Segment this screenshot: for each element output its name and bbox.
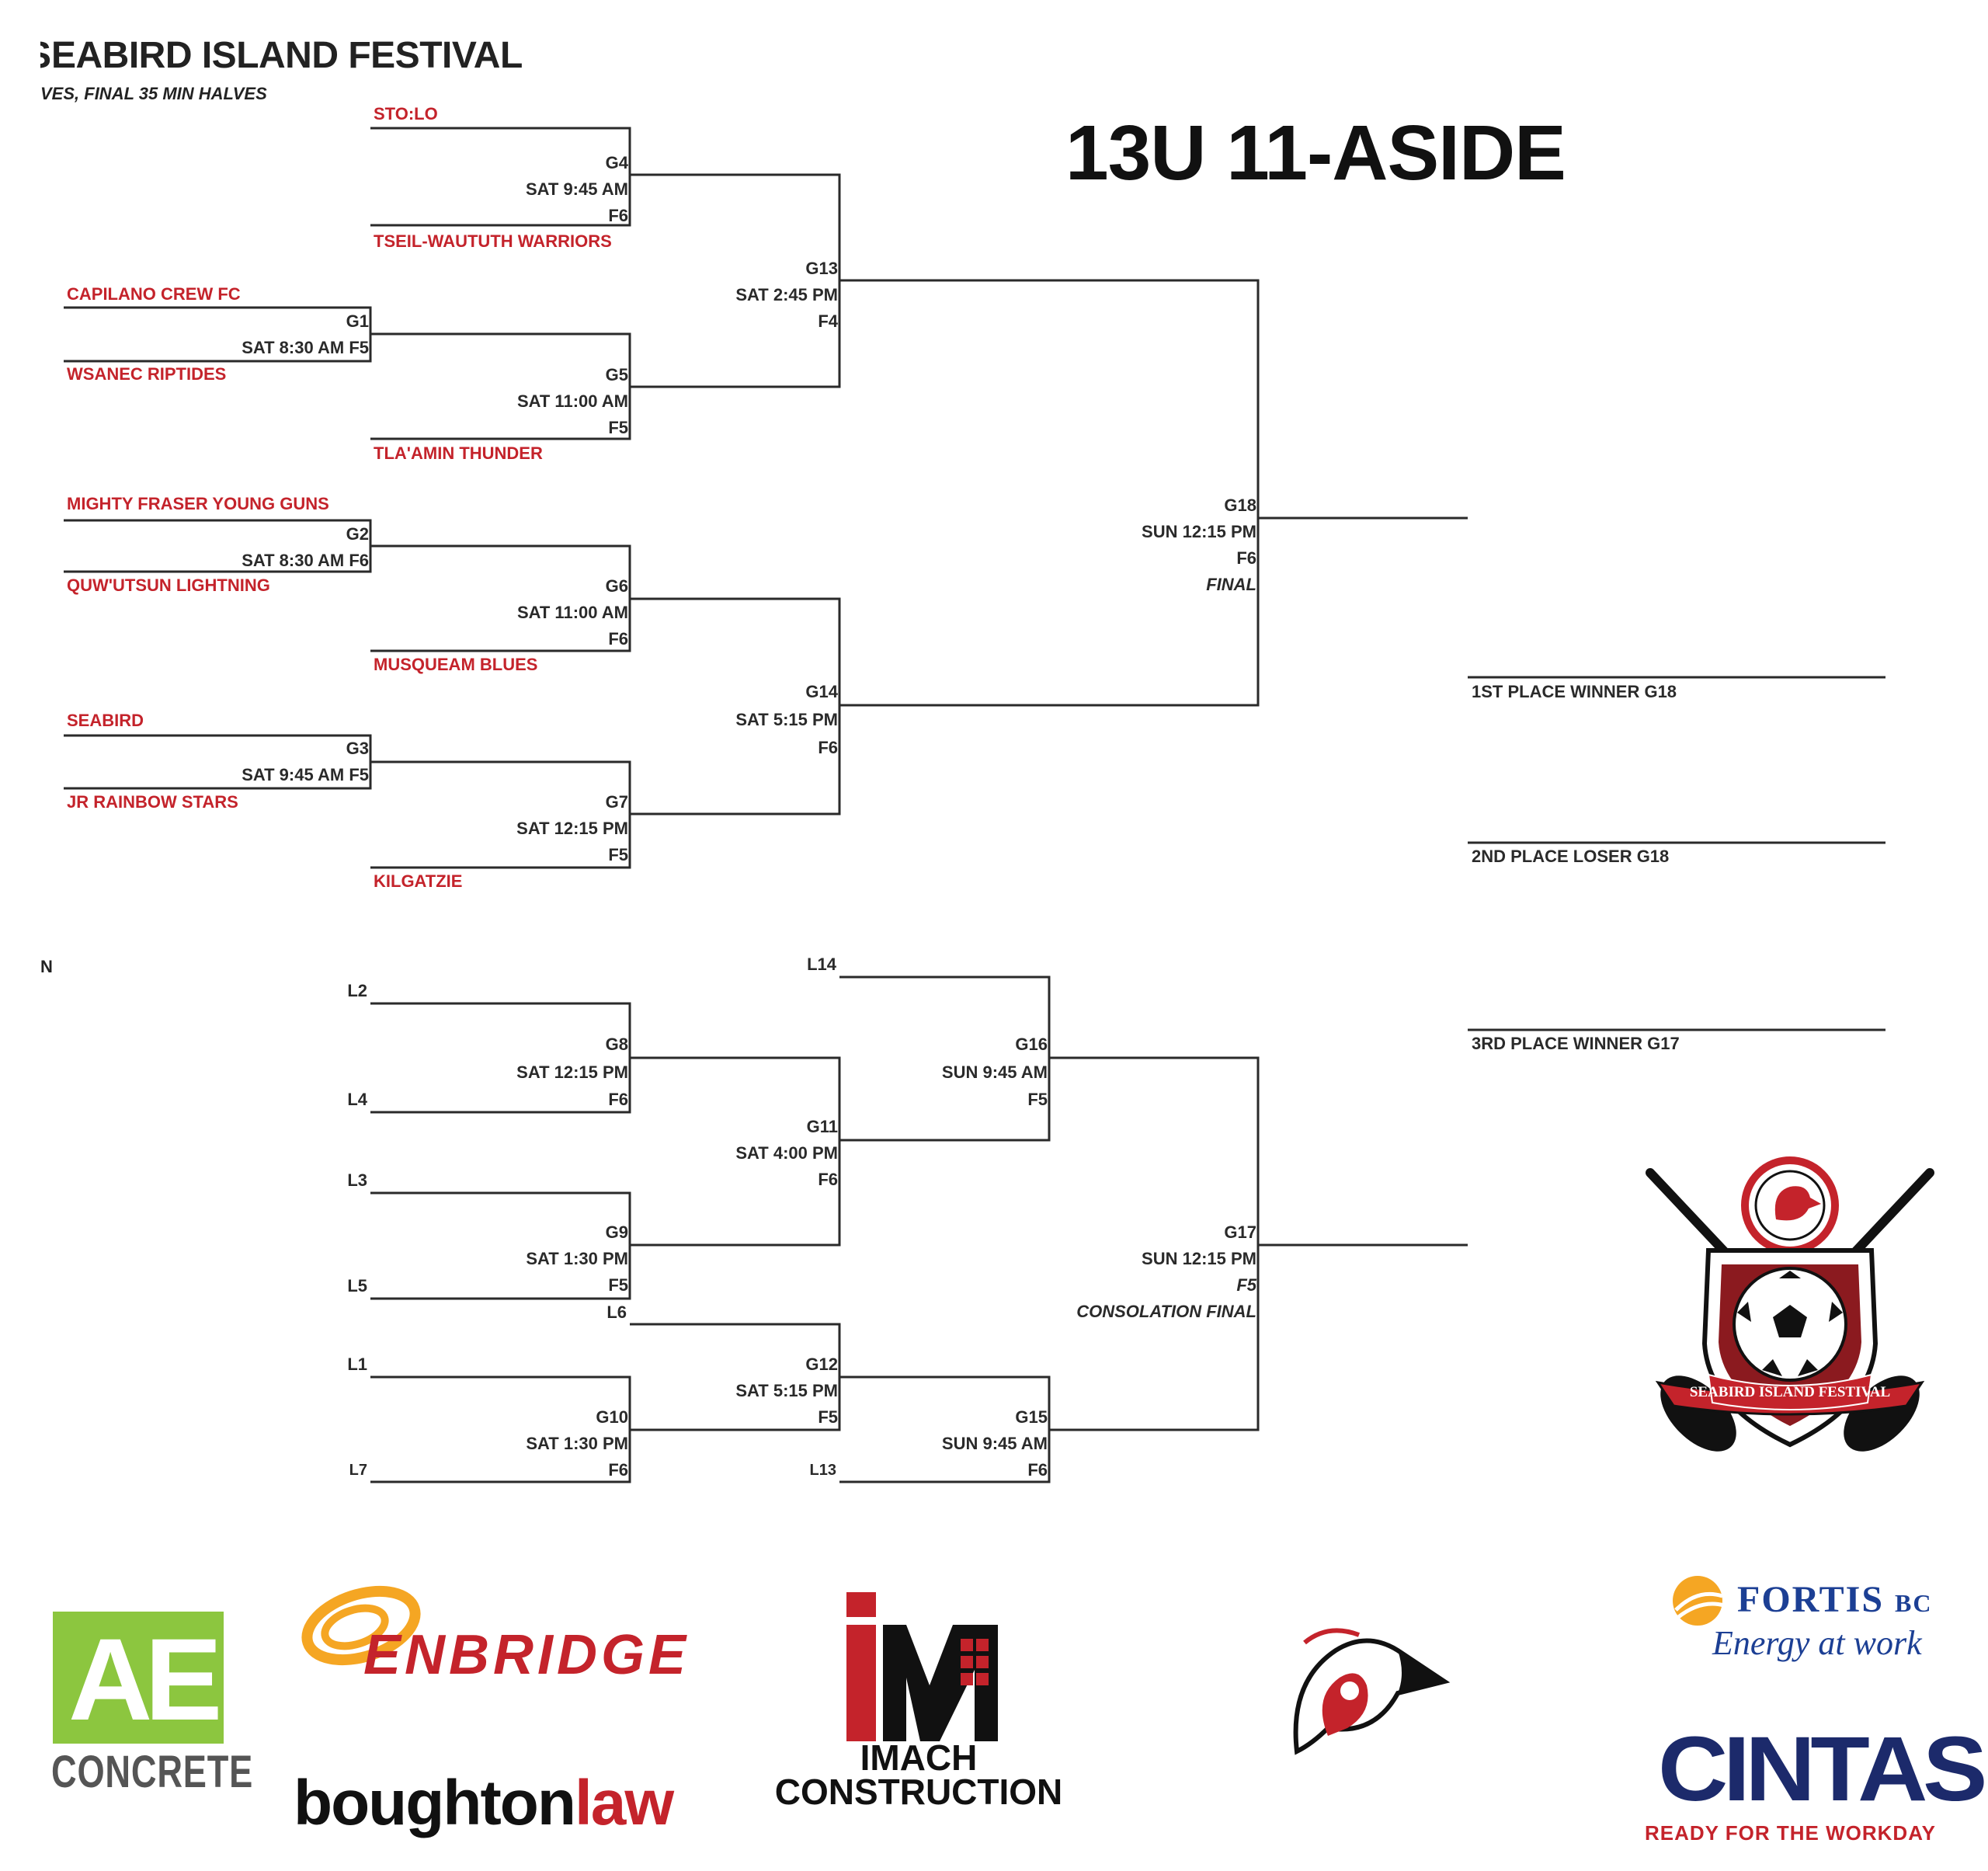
game-g13-id: G13 (805, 259, 838, 278)
event-title: SEABIRD ISLAND FESTIVAL (40, 35, 523, 76)
game-g1-id: G1 (346, 311, 369, 331)
game-g17-field: F5 (1236, 1275, 1256, 1295)
game-g6-id: G6 (605, 576, 628, 596)
first-place-label: 1ST PLACE WINNER G18 (1472, 682, 1677, 701)
game-g13-time: SAT 2:45 PM (735, 285, 838, 304)
team-tseil-waututh: TSEIL-WAUTUTH WARRIORS (374, 231, 612, 251)
game-g18-id: G18 (1224, 496, 1256, 515)
seabird-bird-logo (1293, 1628, 1451, 1755)
game-g4-field: F6 (608, 206, 628, 225)
loser-l14: L14 (807, 955, 836, 974)
game-g11-time: SAT 4:00 PM (735, 1143, 838, 1163)
ae-concrete-logo-box: AE (53, 1612, 224, 1744)
game-g16-id: G16 (1015, 1035, 1048, 1054)
game-g4-time: SAT 9:45 AM (525, 179, 628, 199)
game-g3-id: G3 (346, 739, 369, 758)
game-g9-id: G9 (605, 1222, 628, 1242)
game-g13-field: F4 (818, 311, 838, 331)
game-g10-time: SAT 1:30 PM (526, 1434, 628, 1453)
loser-l6: L6 (606, 1302, 627, 1322)
imach-construction-text: CONSTRUCTION (774, 1772, 1063, 1812)
enbridge-logo-text: ENBRIDGE (363, 1624, 690, 1686)
game-g8-id: G8 (605, 1035, 628, 1054)
game-g3-info: SAT 9:45 AM F5 (242, 765, 369, 784)
game-g14-time: SAT 5:15 PM (735, 710, 838, 729)
game-g6-field: F6 (608, 629, 628, 649)
team-stolo: STO:LO (374, 104, 438, 123)
loser-l2: L2 (347, 981, 367, 1000)
game-g14-field: F6 (818, 738, 838, 757)
game-g18-field: F6 (1236, 548, 1256, 568)
cut-off-label: N (40, 957, 53, 976)
enbridge-swirl-icon (301, 1585, 421, 1666)
game-g17-time: SUN 12:15 PM (1142, 1249, 1256, 1268)
game-g7-id: G7 (605, 792, 628, 812)
game-g9-field: F5 (608, 1275, 628, 1295)
game-g9-time: SAT 1:30 PM (526, 1249, 628, 1268)
team-kilgatzie: KILGATZIE (374, 871, 463, 891)
game-g11-field: F6 (818, 1170, 838, 1189)
team-musqueam: MUSQUEAM BLUES (374, 655, 538, 674)
team-quwutsun: QUW'UTSUN LIGHTNING (67, 576, 270, 595)
game-g2-id: G2 (346, 524, 369, 544)
game-g8-field: F6 (608, 1090, 628, 1109)
loser-l4: L4 (347, 1090, 367, 1109)
loser-l7: L7 (349, 1462, 367, 1479)
game-g15-id: G15 (1015, 1407, 1048, 1427)
second-place-label: 2ND PLACE LOSER G18 (1472, 847, 1670, 866)
team-mighty-fraser: MIGHTY FRASER YOUNG GUNS (67, 494, 329, 513)
game-g11-id: G11 (806, 1117, 838, 1136)
game-g5-field: F5 (608, 418, 628, 437)
loser-l1: L1 (347, 1355, 367, 1374)
game-g7-field: F5 (608, 845, 628, 864)
game-g5-id: G5 (605, 365, 628, 384)
game-g15-field: F6 (1027, 1460, 1048, 1480)
team-wsanec: WSANEC RIPTIDES (67, 364, 227, 384)
crest-banner-text: SEABIRD ISLAND FESTIVAL (1690, 1384, 1890, 1400)
game-g10-field: F6 (608, 1460, 628, 1480)
game-g2-info: SAT 8:30 AM F6 (242, 551, 369, 570)
game-g16-field: F5 (1027, 1090, 1048, 1109)
game-g12-id: G12 (805, 1355, 838, 1374)
game-g10-id: G10 (596, 1407, 628, 1427)
game-g14-id: G14 (805, 682, 838, 701)
game-g12-time: SAT 5:15 PM (735, 1381, 838, 1400)
game-g18-note: FINAL (1206, 575, 1256, 594)
game-g5-time: SAT 11:00 AM (516, 391, 628, 411)
team-seabird: SEABIRD (67, 711, 144, 730)
division-title: 13U 11-ASIDE (1065, 110, 1566, 196)
loser-l13: L13 (809, 1462, 836, 1479)
game-g7-time: SAT 12:15 PM (516, 819, 628, 838)
game-g12-field: F5 (818, 1407, 838, 1427)
loser-l3: L3 (347, 1170, 367, 1190)
game-g4-id: G4 (605, 153, 628, 172)
ae-logo-text: AE (68, 1614, 222, 1744)
game-g17-id: G17 (1224, 1222, 1256, 1242)
loser-l5: L5 (347, 1276, 367, 1295)
game-g8-time: SAT 12:15 PM (516, 1062, 628, 1082)
game-g15-time: SUN 9:45 AM (941, 1434, 1048, 1453)
festival-crest-logo: SEABIRD ISLAND FESTIVAL (1646, 1156, 1934, 1452)
fortis-sun-icon (1673, 1576, 1725, 1626)
imach-logo-mark (846, 1592, 998, 1741)
imach-logo-text: IMACH (860, 1737, 978, 1778)
game-g6-time: SAT 11:00 AM (516, 603, 628, 622)
game-g16-time: SUN 9:45 AM (941, 1062, 1048, 1082)
game-g1-info: SAT 8:30 AM F5 (242, 338, 369, 357)
boughton-law-logo: boughtonlaw (294, 1768, 674, 1838)
team-rainbow-stars: JR RAINBOW STARS (67, 792, 238, 812)
cintas-logo-text: CINTAS (1658, 1718, 1988, 1821)
fortis-logo-text: FORTIS BC (1737, 1579, 1933, 1620)
cintas-tagline: READY FOR THE WORKDAY (1645, 1821, 1936, 1845)
game-g17-note: CONSOLATION FINAL (1076, 1302, 1256, 1321)
ae-concrete-label: CONCRETE (51, 1747, 254, 1797)
event-subtitle: VES, FINAL 35 MIN HALVES (40, 84, 267, 103)
game-g18-time: SUN 12:15 PM (1142, 522, 1256, 541)
team-capilano: CAPILANO CREW FC (67, 284, 241, 304)
fortis-tagline: Energy at work (1712, 1624, 1922, 1662)
team-tlaamin: TLA'AMIN THUNDER (374, 443, 543, 463)
third-place-label: 3RD PLACE WINNER G17 (1472, 1034, 1680, 1053)
